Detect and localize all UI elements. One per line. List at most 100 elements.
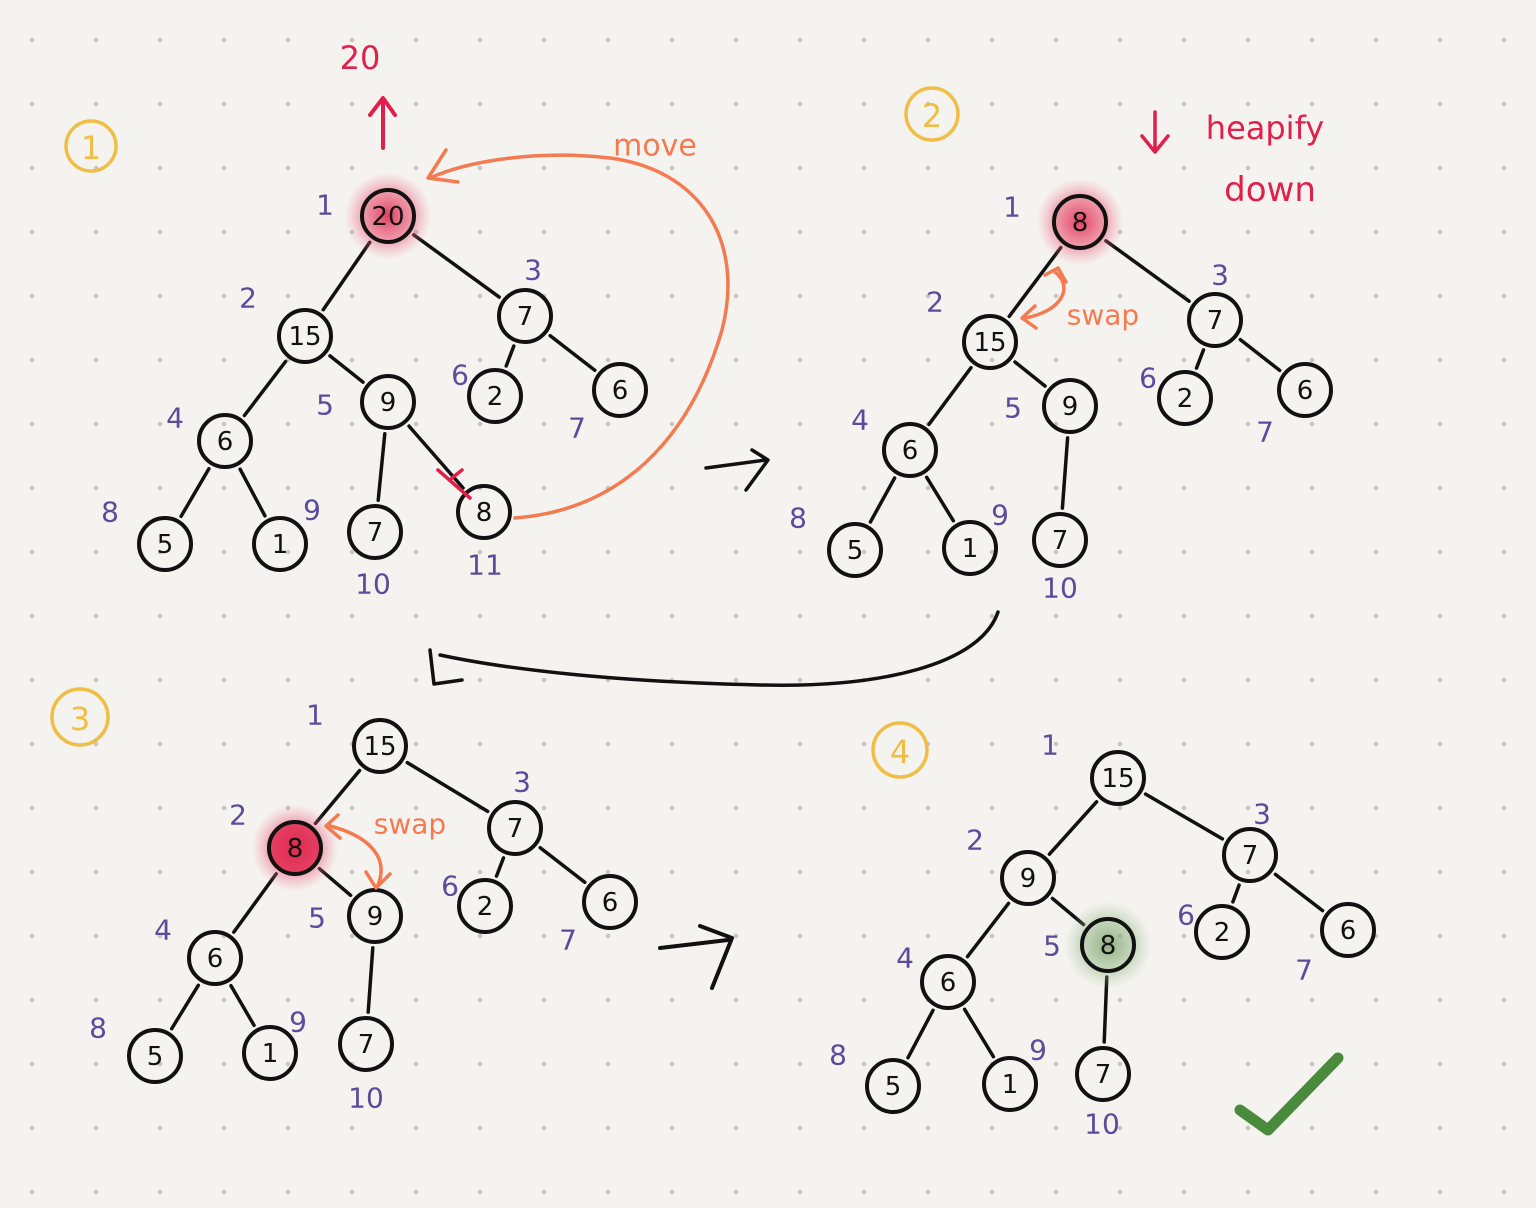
node-ring — [137, 516, 193, 572]
node-value: 2 — [1214, 918, 1231, 948]
tree-edge — [504, 344, 516, 368]
node-value: 9 — [1062, 392, 1079, 422]
node-index-label: 4 — [154, 914, 172, 947]
node-value: 5 — [157, 530, 174, 560]
node-index-label: 10 — [1042, 572, 1078, 605]
node-ring — [1157, 370, 1213, 426]
heap-node: 2 — [1194, 904, 1250, 960]
node-ring — [267, 820, 323, 876]
node-index-label: 10 — [1084, 1108, 1120, 1141]
heap-node: 6 — [882, 422, 938, 478]
node-ring — [347, 888, 403, 944]
node-ring — [352, 718, 408, 774]
heap-node: 7 — [1032, 512, 1088, 568]
node-index-label: 3 — [1253, 798, 1271, 831]
node-value: 5 — [847, 536, 864, 566]
active-node-highlight — [1036, 178, 1124, 266]
node-value: 7 — [358, 1030, 375, 1060]
node-index-label: 8 — [829, 1039, 847, 1072]
move-label: move — [613, 129, 697, 164]
node-value: 9 — [1020, 864, 1037, 894]
node-ring — [1090, 750, 1146, 806]
node-index-label: 7 — [1256, 416, 1274, 449]
node-index-label: 9 — [303, 494, 321, 527]
node-ring — [982, 1056, 1038, 1112]
node-ring — [827, 522, 883, 578]
heap-node: 1 — [942, 520, 998, 576]
tree-edge — [962, 1007, 996, 1059]
node-ring — [338, 1016, 394, 1072]
extracted-value-label: 20 — [340, 39, 381, 77]
heap-node: 6 — [187, 930, 243, 986]
heapify-down-arrow — [1140, 110, 1170, 154]
heap-node: 7 — [1075, 1046, 1131, 1102]
node-index-label: 1 — [1041, 729, 1059, 762]
tree-edge — [179, 466, 211, 519]
heap-node: 15 — [1090, 750, 1146, 806]
node-value: 1 — [1002, 1070, 1019, 1100]
node-ring — [187, 930, 243, 986]
tree-edge — [1194, 348, 1206, 370]
tree-edge — [965, 901, 1011, 959]
node-value: 7 — [517, 302, 534, 332]
node-value: 15 — [973, 328, 1006, 358]
tree-edge — [1013, 360, 1047, 388]
node-ring — [1277, 362, 1333, 418]
node-value: 5 — [885, 1072, 902, 1102]
heap-node: 1 — [252, 516, 308, 572]
node-index-label: 7 — [559, 924, 577, 957]
heap-node: 7 — [487, 800, 543, 856]
node-ring — [1032, 512, 1088, 568]
node-ring — [467, 368, 523, 424]
node-ring — [920, 954, 976, 1010]
node-index-label: 10 — [355, 568, 391, 601]
node-ring — [242, 1025, 298, 1081]
node-value: 8 — [1072, 208, 1089, 238]
node-ring — [882, 422, 938, 478]
node-index-label: 1 — [1003, 191, 1021, 224]
tree-edge — [169, 983, 201, 1031]
node-value: 6 — [612, 376, 629, 406]
tree-edge — [405, 760, 490, 814]
node-value: 6 — [207, 944, 224, 974]
heap-node: 15 — [962, 314, 1018, 370]
node-value: 9 — [380, 388, 397, 418]
tree-edge — [538, 845, 587, 885]
node-index-label: 3 — [524, 254, 542, 287]
node-ring — [127, 1028, 183, 1084]
tree-edge — [232, 872, 278, 934]
node-index-label: 8 — [89, 1012, 107, 1045]
node-index-label: 2 — [239, 282, 257, 315]
removed-edge-cross — [436, 468, 472, 500]
node-ring — [252, 516, 308, 572]
node-ring — [1194, 904, 1250, 960]
heap-node: 1 — [242, 1025, 298, 1081]
node-value: 8 — [287, 834, 304, 864]
node-value: 15 — [363, 732, 396, 762]
step-3-badge: 3 — [70, 700, 90, 738]
heap-node: 7 — [497, 288, 553, 344]
node-index-label: 3 — [513, 766, 531, 799]
step-1-badge: 1 — [81, 129, 101, 167]
flow-arrow-1-to-2 — [704, 448, 770, 492]
node-ring — [1222, 827, 1278, 883]
node-index-label: 7 — [1295, 954, 1313, 987]
tree-edge — [1273, 872, 1325, 913]
step-4-badge-ring — [871, 721, 929, 779]
tree-edge — [412, 233, 501, 299]
swap-arrow-step-2 — [1020, 266, 1068, 330]
node-index-label: 2 — [229, 799, 247, 832]
tree-edge — [321, 240, 372, 312]
step-4-badge: 4 — [890, 733, 910, 771]
node-value: 2 — [1177, 384, 1194, 414]
heap-node: 6 — [1320, 902, 1376, 958]
heap-node: 20 — [344, 172, 432, 260]
settled-node-highlight — [1064, 901, 1152, 989]
node-value: 1 — [962, 534, 979, 564]
